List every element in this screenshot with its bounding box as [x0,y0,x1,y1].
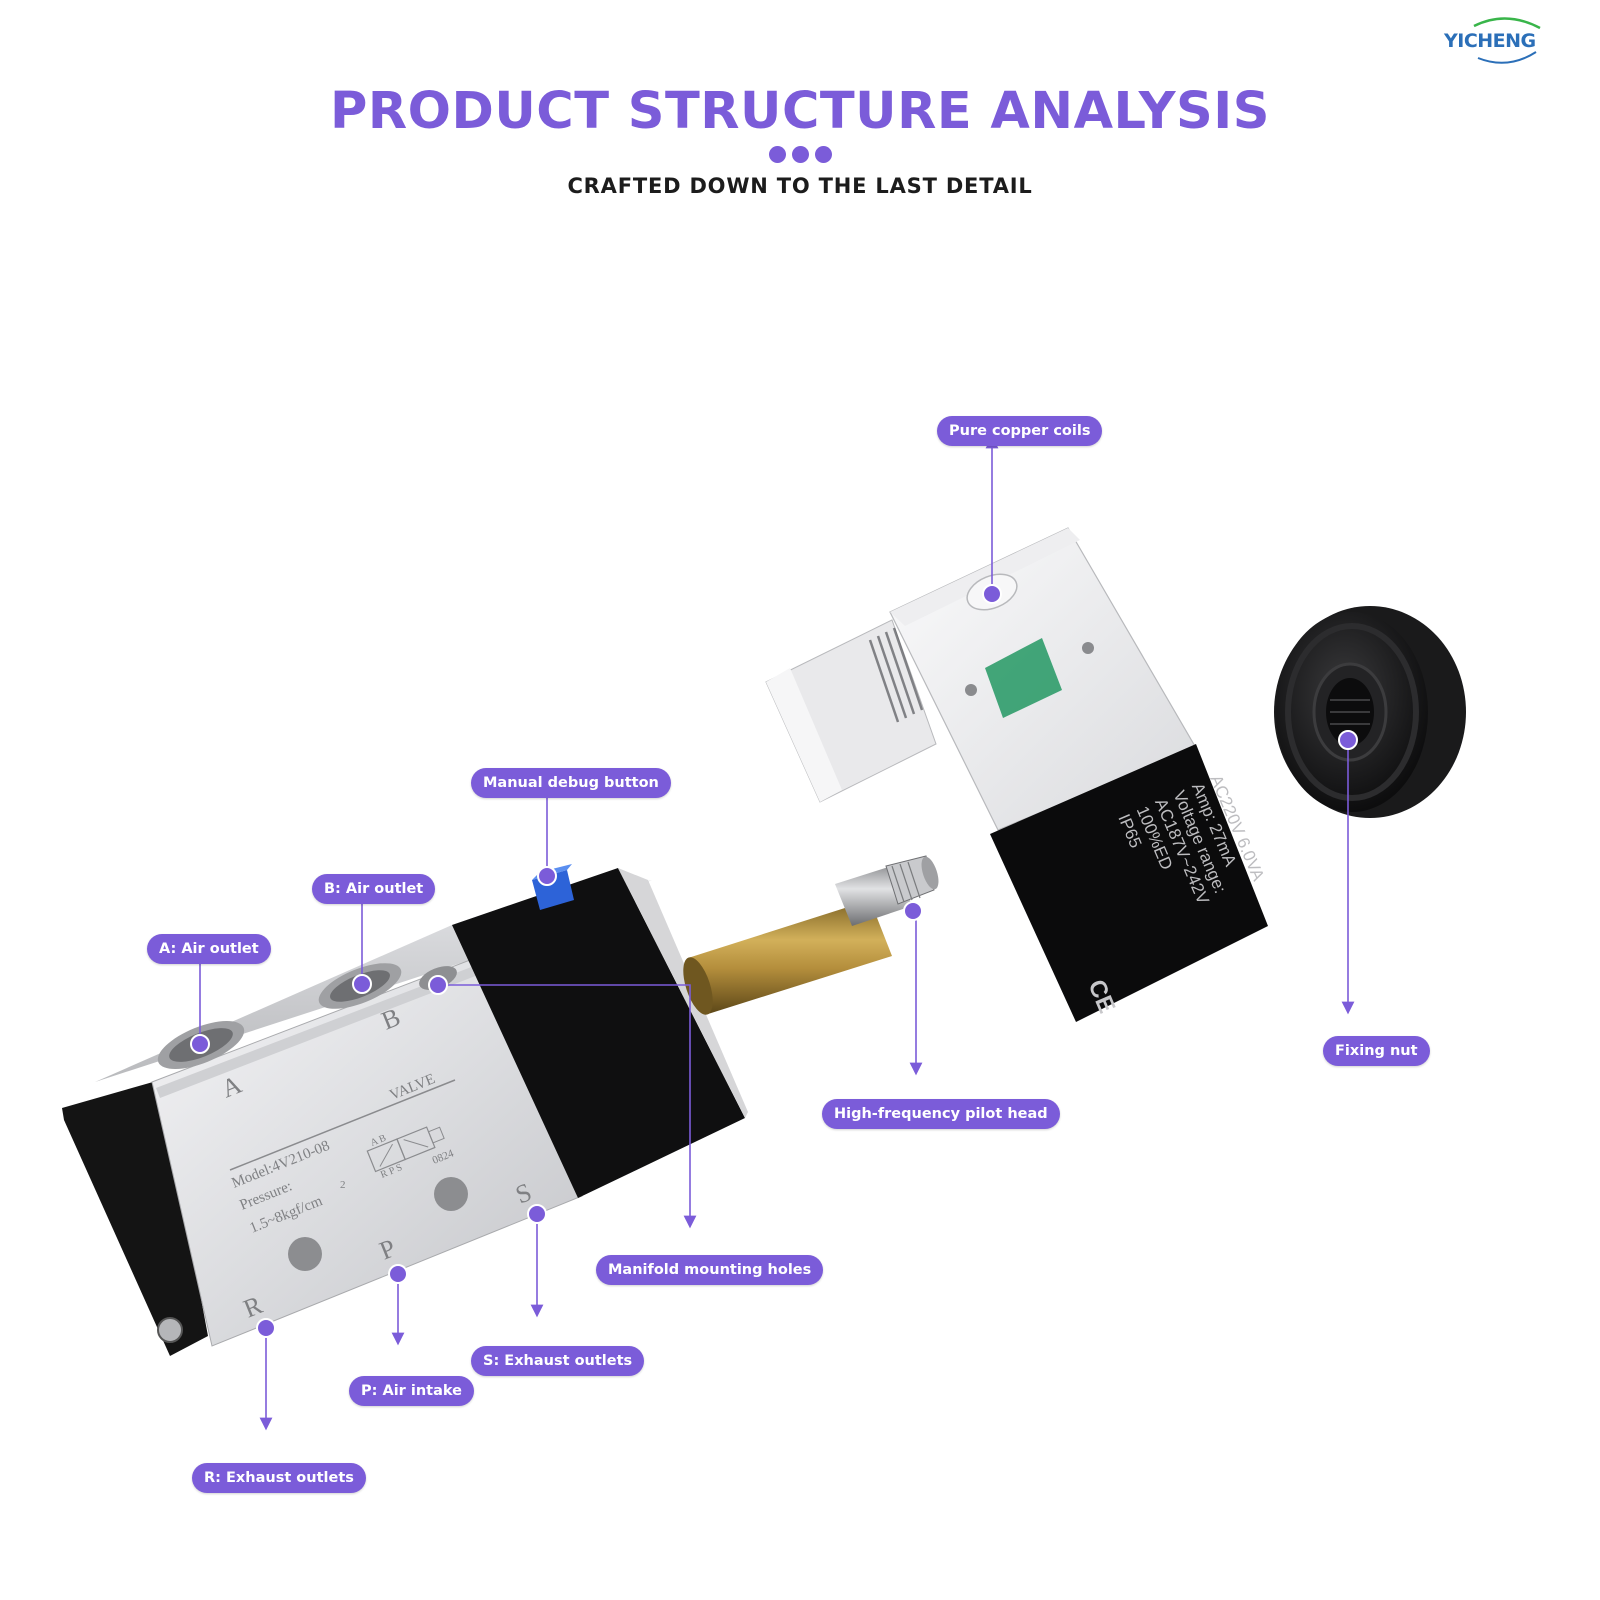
point-marker [388,1264,408,1284]
point-marker [428,975,448,995]
callout-high-frequency-pilot-head: High-frequency pilot head [822,1099,1060,1129]
page-title: PRODUCT STRUCTURE ANALYSIS [330,82,1270,141]
callout-a-air-outlet: A: Air outlet [147,934,271,964]
solenoid-coil: AC220V 6.0VA Amp: 27mA Voltage range: AC… [765,527,1268,1022]
callout-fixing-nut: Fixing nut [1323,1036,1430,1066]
front-hole-left [288,1237,322,1271]
callout-manual-debug-button: Manual debug button [471,768,671,798]
valve-symbol-icon [366,1126,445,1173]
point-marker [256,1318,276,1338]
page-subtitle: CRAFTED DOWN TO THE LAST DETAIL [567,174,1033,198]
callout-pure-copper-coils: Pure copper coils [937,416,1103,446]
front-hole-right [434,1177,468,1211]
leader-high-frequency-pilot-head [909,910,923,1076]
callout-b-air-outlet: B: Air outlet [312,874,436,904]
logo-swoosh-icon [1473,17,1541,64]
pilot-block [452,868,745,1198]
point-marker [190,1034,210,1054]
coil-body [990,744,1268,1022]
callout-r-exhaust-outlets: R: Exhaust outlets [192,1463,366,1493]
callout-s-exhaust-outlets: S: Exhaust outlets [471,1346,645,1376]
point-marker [1338,730,1358,750]
point-marker [527,1204,547,1224]
point-marker [537,866,557,886]
fixing-nut-part [1274,606,1466,818]
leader-manifold-mounting-holes [438,984,697,1229]
logo-text: YICHENG [1444,30,1536,52]
end-screw [157,1317,183,1343]
point-marker [352,974,372,994]
valve-body: A B R P S VALVE Model:4V210-08 Pressure:… [62,868,748,1356]
callout-p-air-intake: P: Air intake [349,1376,474,1406]
callout-manifold-mounting-holes: Manifold mounting holes [596,1255,824,1285]
title-dots-divider [0,146,1600,168]
pressure-exponent-marking: 2 [340,1179,346,1191]
point-marker [982,584,1002,604]
point-marker [903,901,923,921]
brand-logo: YICHENG [1444,14,1554,64]
pilot-tube [683,855,939,1015]
